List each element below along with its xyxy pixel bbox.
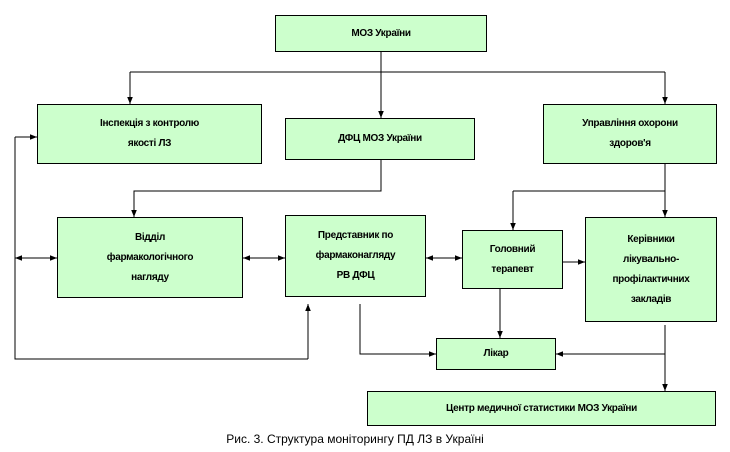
node-doctor-label: Лікар — [483, 348, 509, 359]
node-chief-therapist: Головний терапевт — [462, 230, 563, 289]
node-doctor: Лікар — [436, 338, 556, 370]
edge-representative-doctor — [359, 304, 436, 357]
edge-dfc-pharm — [131, 160, 382, 217]
node-moz-label: МОЗ України — [351, 27, 411, 39]
node-health-dept-label: Управління охорони здоров'я — [582, 118, 678, 149]
node-pharm-dept-label: Відділ фармакологічного нагляду — [106, 231, 194, 283]
node-dfc-label: ДФЦ МОЗ України — [338, 133, 422, 144]
node-heads-label: Керівники лікувально- профілактичних зак… — [612, 233, 690, 305]
edge-left-bus — [14, 137, 308, 360]
node-pharm-dept: Відділ фармакологічного нагляду — [57, 217, 243, 298]
node-dfc: ДФЦ МОЗ України — [285, 118, 475, 160]
node-stat-center-label: Центр медичної статистики МОЗ України — [446, 402, 637, 414]
node-representative: Представник по фармаконагляду РВ ДФЦ — [285, 215, 426, 297]
node-moz: МОЗ України — [275, 15, 487, 52]
node-inspection-label: Інспекція з контролю якості ЛЗ — [99, 118, 200, 149]
node-inspection: Інспекція з контролю якості ЛЗ — [37, 104, 262, 164]
node-stat-center: Центр медичної статистики МОЗ України — [367, 391, 716, 426]
node-chief-therapist-label: Головний терапевт — [489, 243, 536, 275]
node-representative-label: Представник по фармаконагляду РВ ДФЦ — [315, 230, 396, 281]
figure-caption: Рис. 3. Структура моніторингу ПД ЛЗ в Ук… — [226, 432, 484, 446]
node-health-dept: Управління охорони здоров'я — [543, 104, 717, 164]
node-heads: Керівники лікувально- профілактичних зак… — [585, 217, 717, 322]
